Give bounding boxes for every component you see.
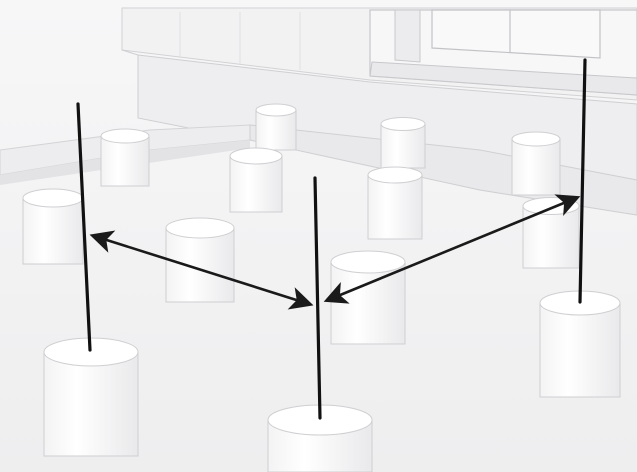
layout-stakes: [76, 58, 587, 420]
pier: [511, 131, 561, 196]
pier: [255, 103, 297, 151]
pier: [165, 217, 235, 303]
stake-right: [578, 58, 587, 304]
pier: [330, 250, 406, 345]
diagonal-measurement-arrows: [89, 194, 581, 310]
stake-left: [76, 102, 92, 352]
pier: [229, 147, 283, 213]
pier: [367, 166, 423, 240]
pier: [22, 188, 84, 265]
pier: [267, 404, 373, 472]
pier: [43, 337, 139, 457]
stake-center: [313, 176, 322, 420]
pier: [100, 128, 150, 187]
double-headed-arrow-right: [323, 194, 581, 304]
double-headed-arrow-left: [89, 230, 314, 310]
window: [369, 9, 637, 96]
pier: [380, 117, 426, 169]
pier: [539, 290, 621, 398]
